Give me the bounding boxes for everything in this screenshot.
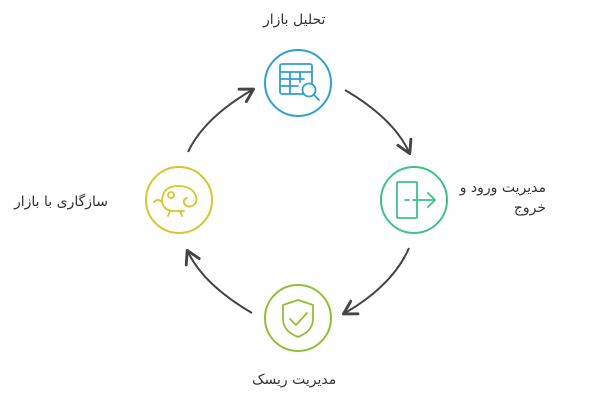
label-risk: مدیریت ریسک xyxy=(252,372,337,388)
shield-check-icon xyxy=(282,299,314,338)
label-entry-exit: مدیریت ورود و خروج xyxy=(459,180,546,216)
arrow-bottom-to-left xyxy=(184,248,253,314)
arrow-right-to-bottom xyxy=(342,247,410,316)
arrow-top-to-right xyxy=(344,89,413,156)
label-adaptation: سازگاری با بازار xyxy=(14,194,109,210)
node-risk xyxy=(264,284,332,352)
node-market-analysis xyxy=(264,49,332,117)
arrow-left-to-top xyxy=(187,87,255,153)
node-entry-exit xyxy=(380,166,448,234)
door-exit-icon xyxy=(396,181,436,219)
chameleon-icon xyxy=(153,185,198,217)
label-market-analysis: تحلیل بازار xyxy=(263,12,326,28)
node-adaptation xyxy=(145,166,213,234)
table-search-icon xyxy=(279,63,320,101)
